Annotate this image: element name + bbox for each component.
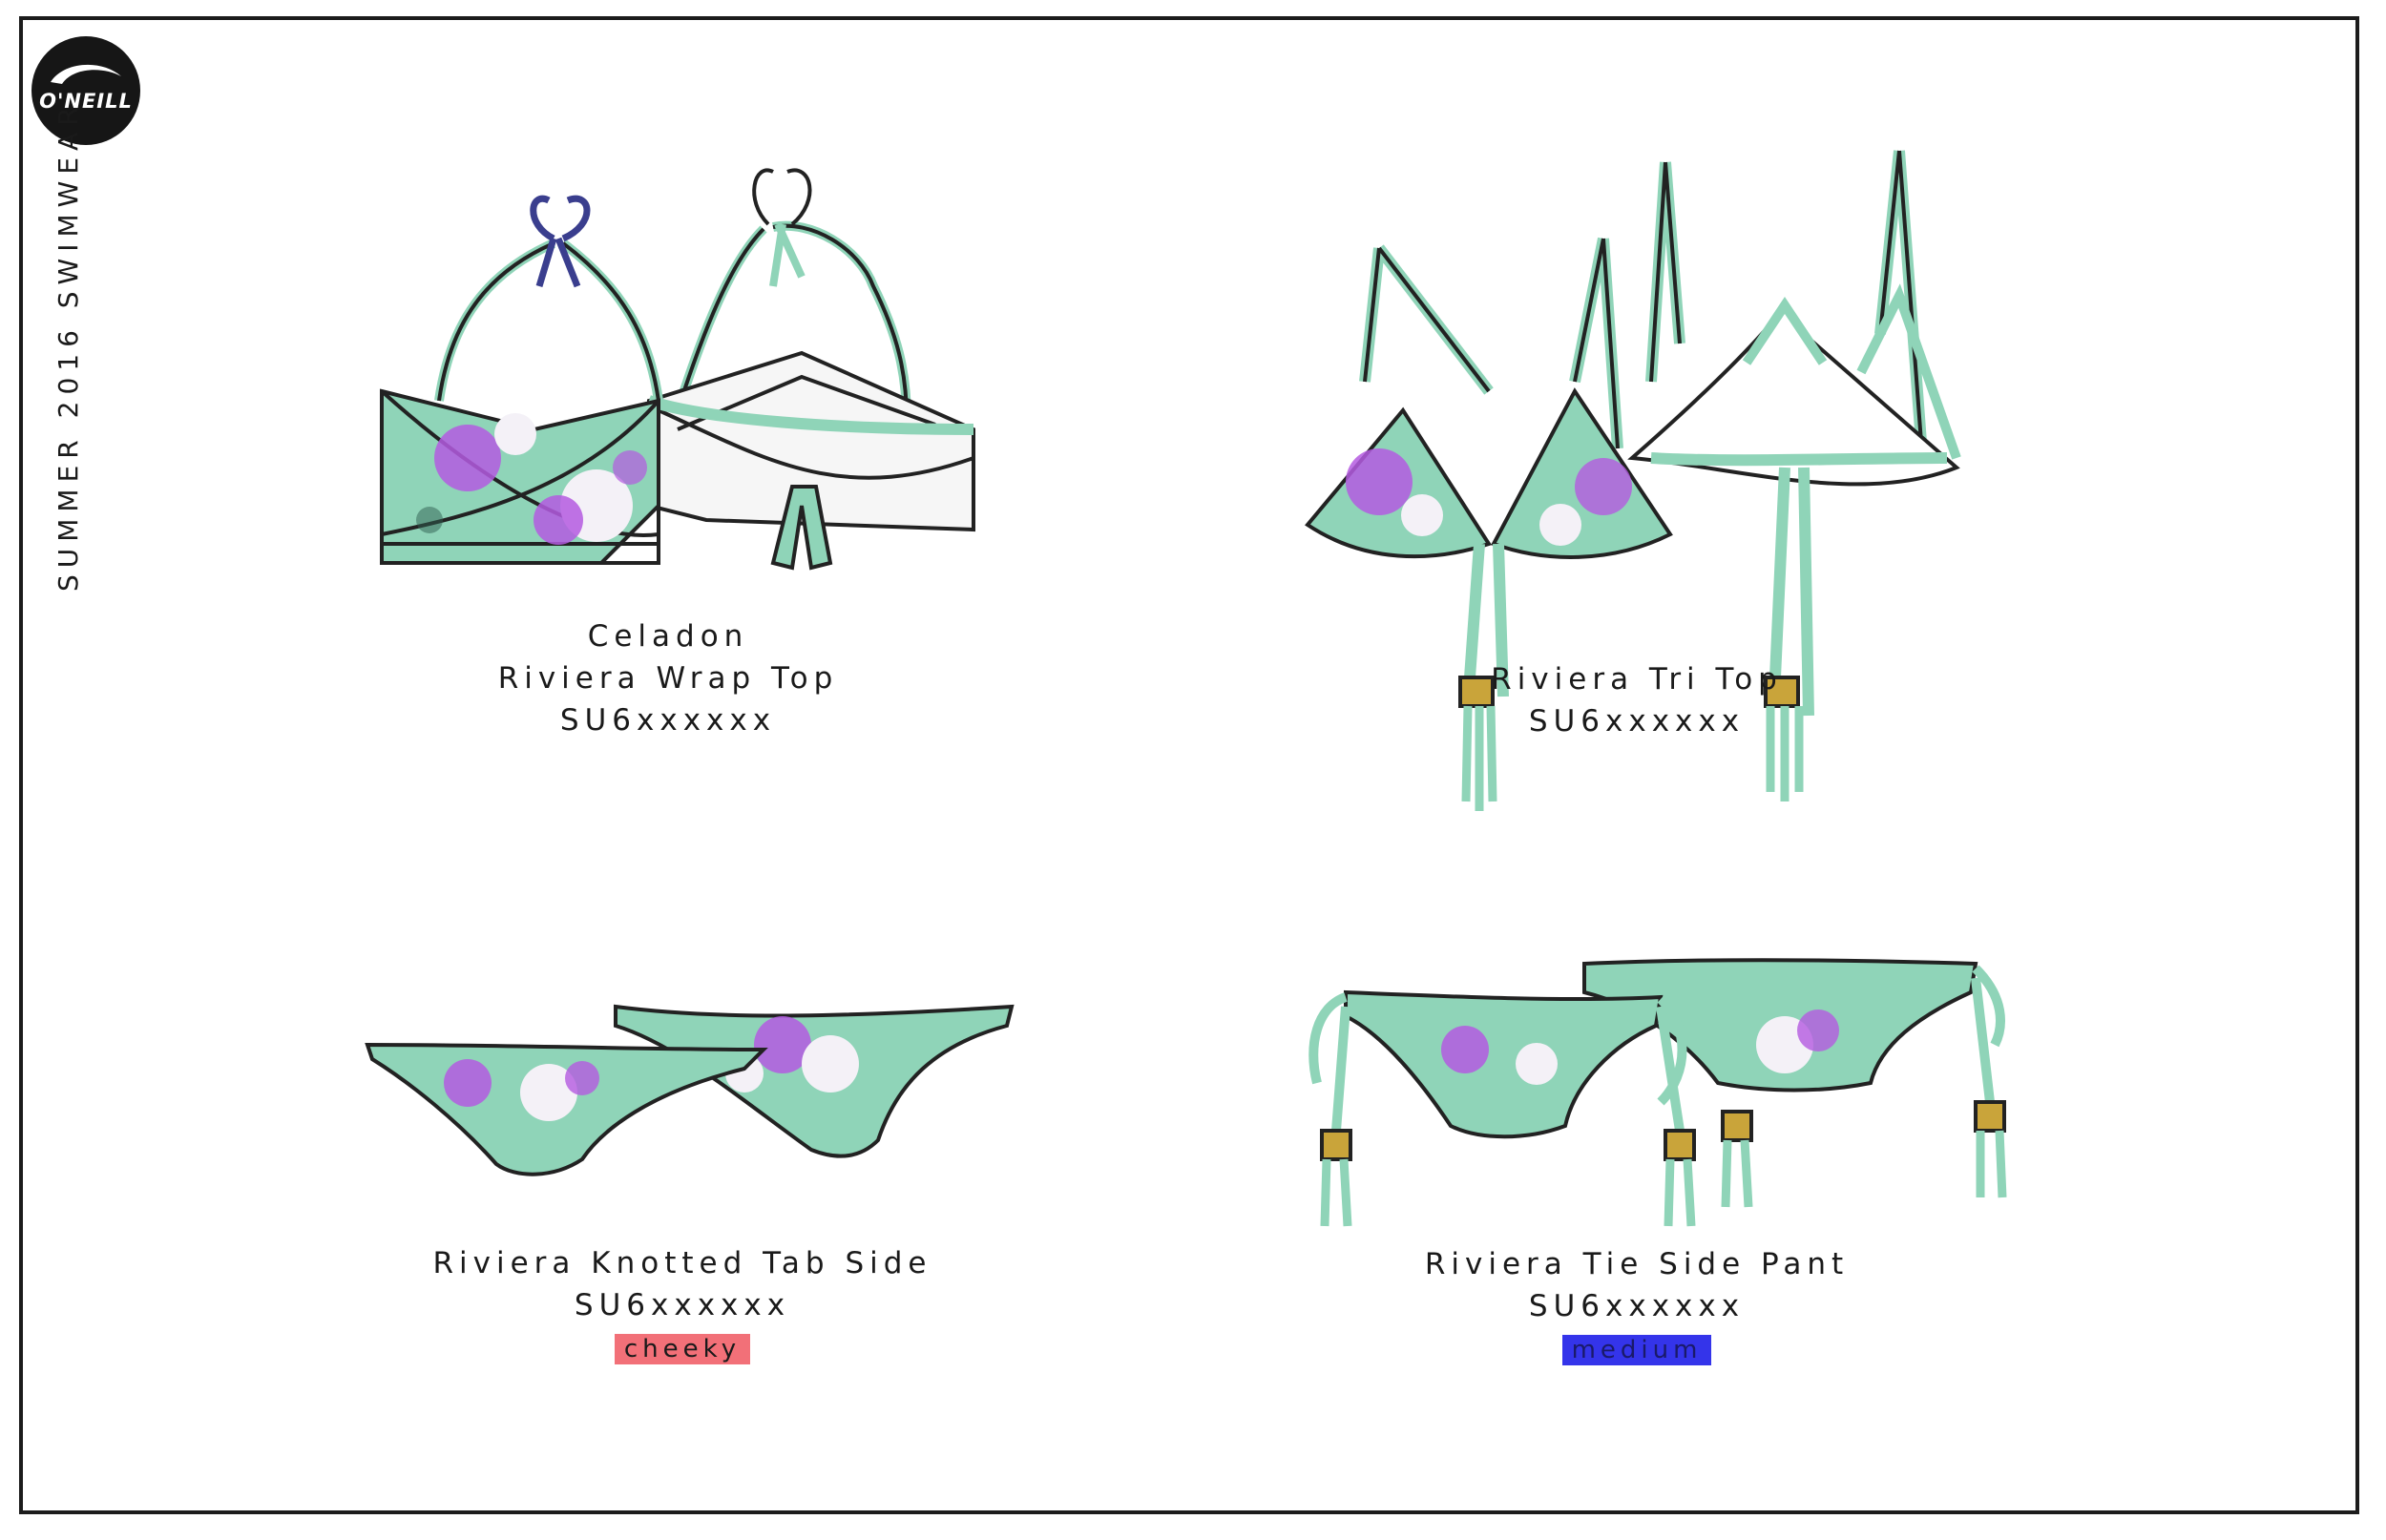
product-name: Riviera Knotted Tab Side: [432, 1246, 932, 1280]
page-frame: [19, 16, 2359, 1514]
product-name: Riviera Wrap Top: [497, 661, 839, 696]
product-caption-tri-top: Riviera Tri Top SU6xxxxxx: [1303, 658, 1971, 742]
tie-side-pant-illustration: [1308, 958, 2007, 1227]
product-name: Riviera Tri Top: [1491, 662, 1783, 697]
product-caption-wrap-top: Celadon Riviera Wrap Top SU6xxxxxx: [334, 615, 1002, 741]
product-color-name: Celadon: [587, 619, 749, 654]
logo-wordmark: O'NEILL: [39, 90, 133, 113]
fit-tag-medium: medium: [1561, 1335, 1712, 1365]
knotted-tab-side-illustration: [365, 1004, 1015, 1176]
product-sku: SU6xxxxxx: [574, 1288, 791, 1322]
season-label: SUMMER 2016 SWIMWEAR: [52, 100, 84, 592]
product-name: Riviera Tie Side Pant: [1424, 1247, 1850, 1281]
wrap-top-illustration: [380, 168, 975, 571]
tri-top-illustration: [1305, 150, 1961, 811]
product-sku: SU6xxxxxx: [1528, 704, 1746, 739]
product-caption-tie-side-pant: Riviera Tie Side Pant SU6xxxxxx medium: [1303, 1243, 1971, 1369]
product-sku: SU6xxxxxx: [1528, 1289, 1746, 1323]
fit-tag-cheeky: cheeky: [614, 1334, 751, 1364]
wave-icon: [51, 64, 121, 84]
product-caption-knotted-tab-side: Riviera Knotted Tab Side SU6xxxxxx cheek…: [348, 1242, 1016, 1368]
product-sku: SU6xxxxxx: [559, 703, 777, 738]
oneill-logo: O'NEILL: [31, 36, 140, 145]
